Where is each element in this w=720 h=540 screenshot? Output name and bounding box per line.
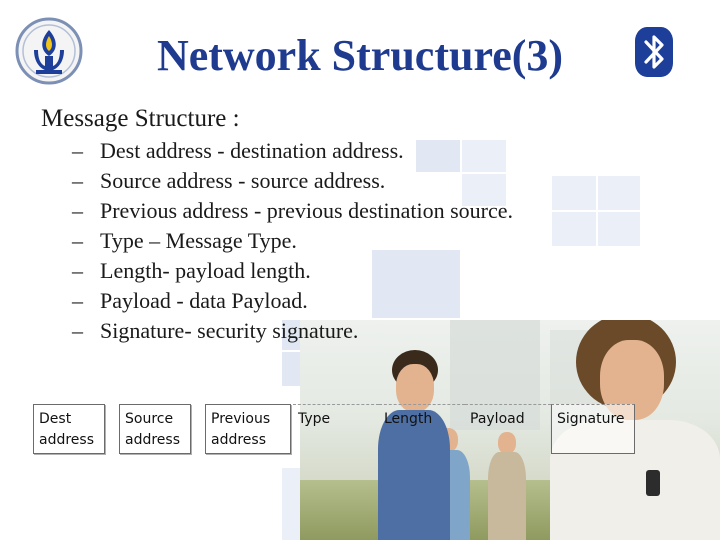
- bluetooth-icon: [635, 27, 673, 77]
- field-previous-address: Previous address: [205, 404, 291, 454]
- bullet-item: –Previous address - previous destination…: [72, 198, 514, 223]
- bullet-item: –Length- payload length.: [72, 258, 311, 283]
- bullet-list: –Dest address - destination address. –So…: [72, 136, 513, 346]
- bullet-item: –Type – Message Type.: [72, 228, 297, 253]
- message-structure-diagram: Dest address Source address Previous add…: [33, 404, 643, 456]
- field-payload: Payload: [465, 404, 551, 428]
- slide-subtitle: Message Structure :: [41, 105, 240, 132]
- slide-title: Network Structure(3): [156, 31, 564, 80]
- decor-square: [552, 176, 596, 210]
- field-length: Length: [379, 404, 465, 428]
- field-dest-address: Dest address: [33, 404, 105, 454]
- people-photo: [300, 320, 720, 540]
- decor-square: [462, 174, 506, 206]
- field-signature: Signature: [551, 404, 635, 454]
- decor-square: [598, 176, 640, 210]
- decor-square: [372, 250, 460, 318]
- bullet-item: –Payload - data Payload.: [72, 288, 308, 313]
- decor-square: [462, 140, 506, 172]
- bullet-item: –Source address - source address.: [72, 168, 386, 193]
- institution-logo-icon: [15, 17, 83, 85]
- decor-square: [598, 212, 640, 246]
- field-type: Type: [293, 404, 379, 428]
- decor-square: [552, 212, 596, 246]
- bullet-item: –Signature- security signature.: [72, 318, 359, 343]
- field-source-address: Source address: [119, 404, 191, 454]
- decor-square: [416, 140, 460, 172]
- bullet-item: –Dest address - destination address.: [72, 138, 404, 163]
